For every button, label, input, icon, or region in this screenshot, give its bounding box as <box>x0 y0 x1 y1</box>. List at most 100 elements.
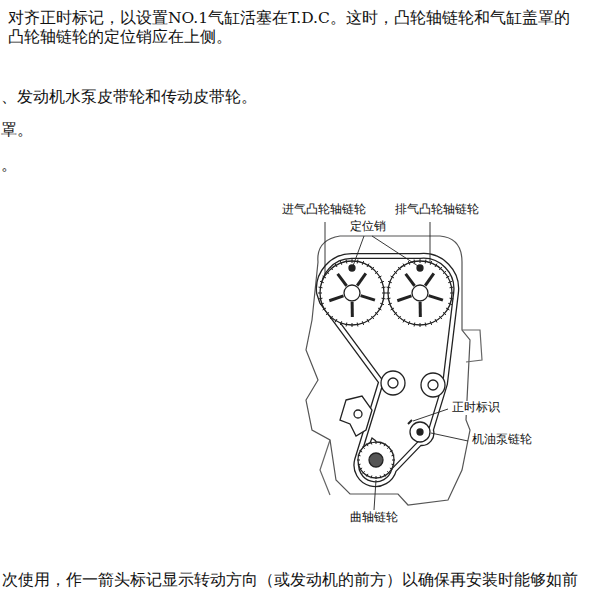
spoke <box>338 274 347 286</box>
tooth <box>380 475 382 478</box>
spoke <box>406 274 415 286</box>
tooth <box>450 287 454 289</box>
tooth <box>340 321 341 325</box>
engine-outline <box>306 236 482 505</box>
part-label: 机油泵链轮 <box>472 433 532 447</box>
tooth <box>443 271 446 274</box>
tooth <box>439 267 442 270</box>
tooth <box>362 261 363 265</box>
part-label: 进气凸轮轴链轮 <box>282 203 366 217</box>
tooth <box>394 271 397 274</box>
tooth <box>323 276 326 278</box>
dowel-pin <box>349 265 355 271</box>
tooth <box>398 267 401 270</box>
tooth <box>318 293 322 294</box>
tooth <box>378 276 381 278</box>
intake-hub <box>344 285 360 301</box>
tooth <box>376 441 377 444</box>
tooth <box>363 447 365 449</box>
tooth <box>367 264 369 267</box>
tooth <box>388 281 392 282</box>
tooth <box>387 287 391 289</box>
tooth <box>391 464 394 466</box>
exhaust-hub <box>412 285 428 301</box>
tooth <box>335 319 337 322</box>
tooth <box>357 460 360 461</box>
body-text: 对齐正时标记，以设置NO.1气缸活塞在T.D.C。这时，凸轮轴链轮和气缸盖罩的 <box>8 10 570 28</box>
body-text: 、发动机水泵皮带轮和传动皮带轮。 <box>1 89 257 107</box>
spoke <box>419 302 422 317</box>
tooth <box>362 321 363 325</box>
tooth <box>443 312 446 315</box>
oil-pump-hub <box>417 429 423 435</box>
part-label: 排气凸轮轴链轮 <box>395 203 479 217</box>
tooth <box>382 293 386 294</box>
tooth <box>448 303 452 304</box>
leader-lines <box>325 222 468 510</box>
tooth <box>430 321 431 325</box>
spoke <box>357 273 366 285</box>
tooth <box>367 319 369 322</box>
tooth <box>387 298 391 300</box>
tooth <box>319 287 323 289</box>
tooth <box>450 298 454 300</box>
tooth <box>320 303 324 304</box>
exhaust-cam-sprocket <box>388 261 452 325</box>
tooth <box>358 464 361 466</box>
oil-pump-sprocket <box>410 422 430 442</box>
tooth <box>388 303 392 304</box>
idler-hub <box>388 378 398 388</box>
tooth <box>392 460 395 461</box>
intake-cam-sprocket <box>320 261 384 325</box>
tooth <box>439 316 442 319</box>
tooth <box>340 261 341 265</box>
tooth <box>380 303 384 304</box>
tooth <box>367 474 369 477</box>
tooth <box>352 323 353 327</box>
timing-mark <box>408 420 412 424</box>
part-label: 正时标识 <box>452 401 500 415</box>
sprocket-teeth <box>318 259 454 479</box>
tooth <box>380 442 382 445</box>
tooth <box>357 323 359 327</box>
tooth <box>371 475 373 478</box>
tooth <box>346 323 348 327</box>
tooth <box>386 293 390 294</box>
tooth <box>403 264 405 267</box>
spoke <box>329 296 343 301</box>
idler-hub <box>428 380 438 390</box>
tooth <box>335 264 337 267</box>
tooth <box>360 451 363 453</box>
tooth <box>371 316 374 319</box>
tooth <box>420 323 421 327</box>
body-text: 凸轮轴链轮的定位销应在上侧。 <box>8 29 232 47</box>
tooth <box>390 451 393 453</box>
tooth <box>323 308 326 310</box>
tooth <box>446 308 449 310</box>
tooth <box>425 323 427 327</box>
tooth <box>435 264 437 267</box>
tooth <box>403 319 405 322</box>
tooth <box>375 312 378 315</box>
spoke <box>351 302 354 317</box>
tooth <box>435 319 437 322</box>
tooth <box>384 474 386 477</box>
tooth <box>391 455 394 457</box>
tooth <box>425 260 427 264</box>
tensioner-bolt <box>354 410 362 418</box>
tooth <box>346 260 348 264</box>
tooth <box>371 442 373 445</box>
idler-pulley <box>381 371 405 395</box>
sprockets <box>320 261 452 478</box>
body-text: 罩。 <box>1 122 33 140</box>
tooth <box>319 298 323 300</box>
tooth <box>450 293 454 294</box>
idler-pulley <box>421 373 445 397</box>
tooth <box>358 455 361 457</box>
tooth <box>367 444 369 447</box>
tooth <box>446 276 449 278</box>
tooth <box>375 271 378 274</box>
tooth <box>390 468 393 470</box>
part-label: 曲轴链轮 <box>350 511 398 525</box>
tooth <box>320 281 324 282</box>
